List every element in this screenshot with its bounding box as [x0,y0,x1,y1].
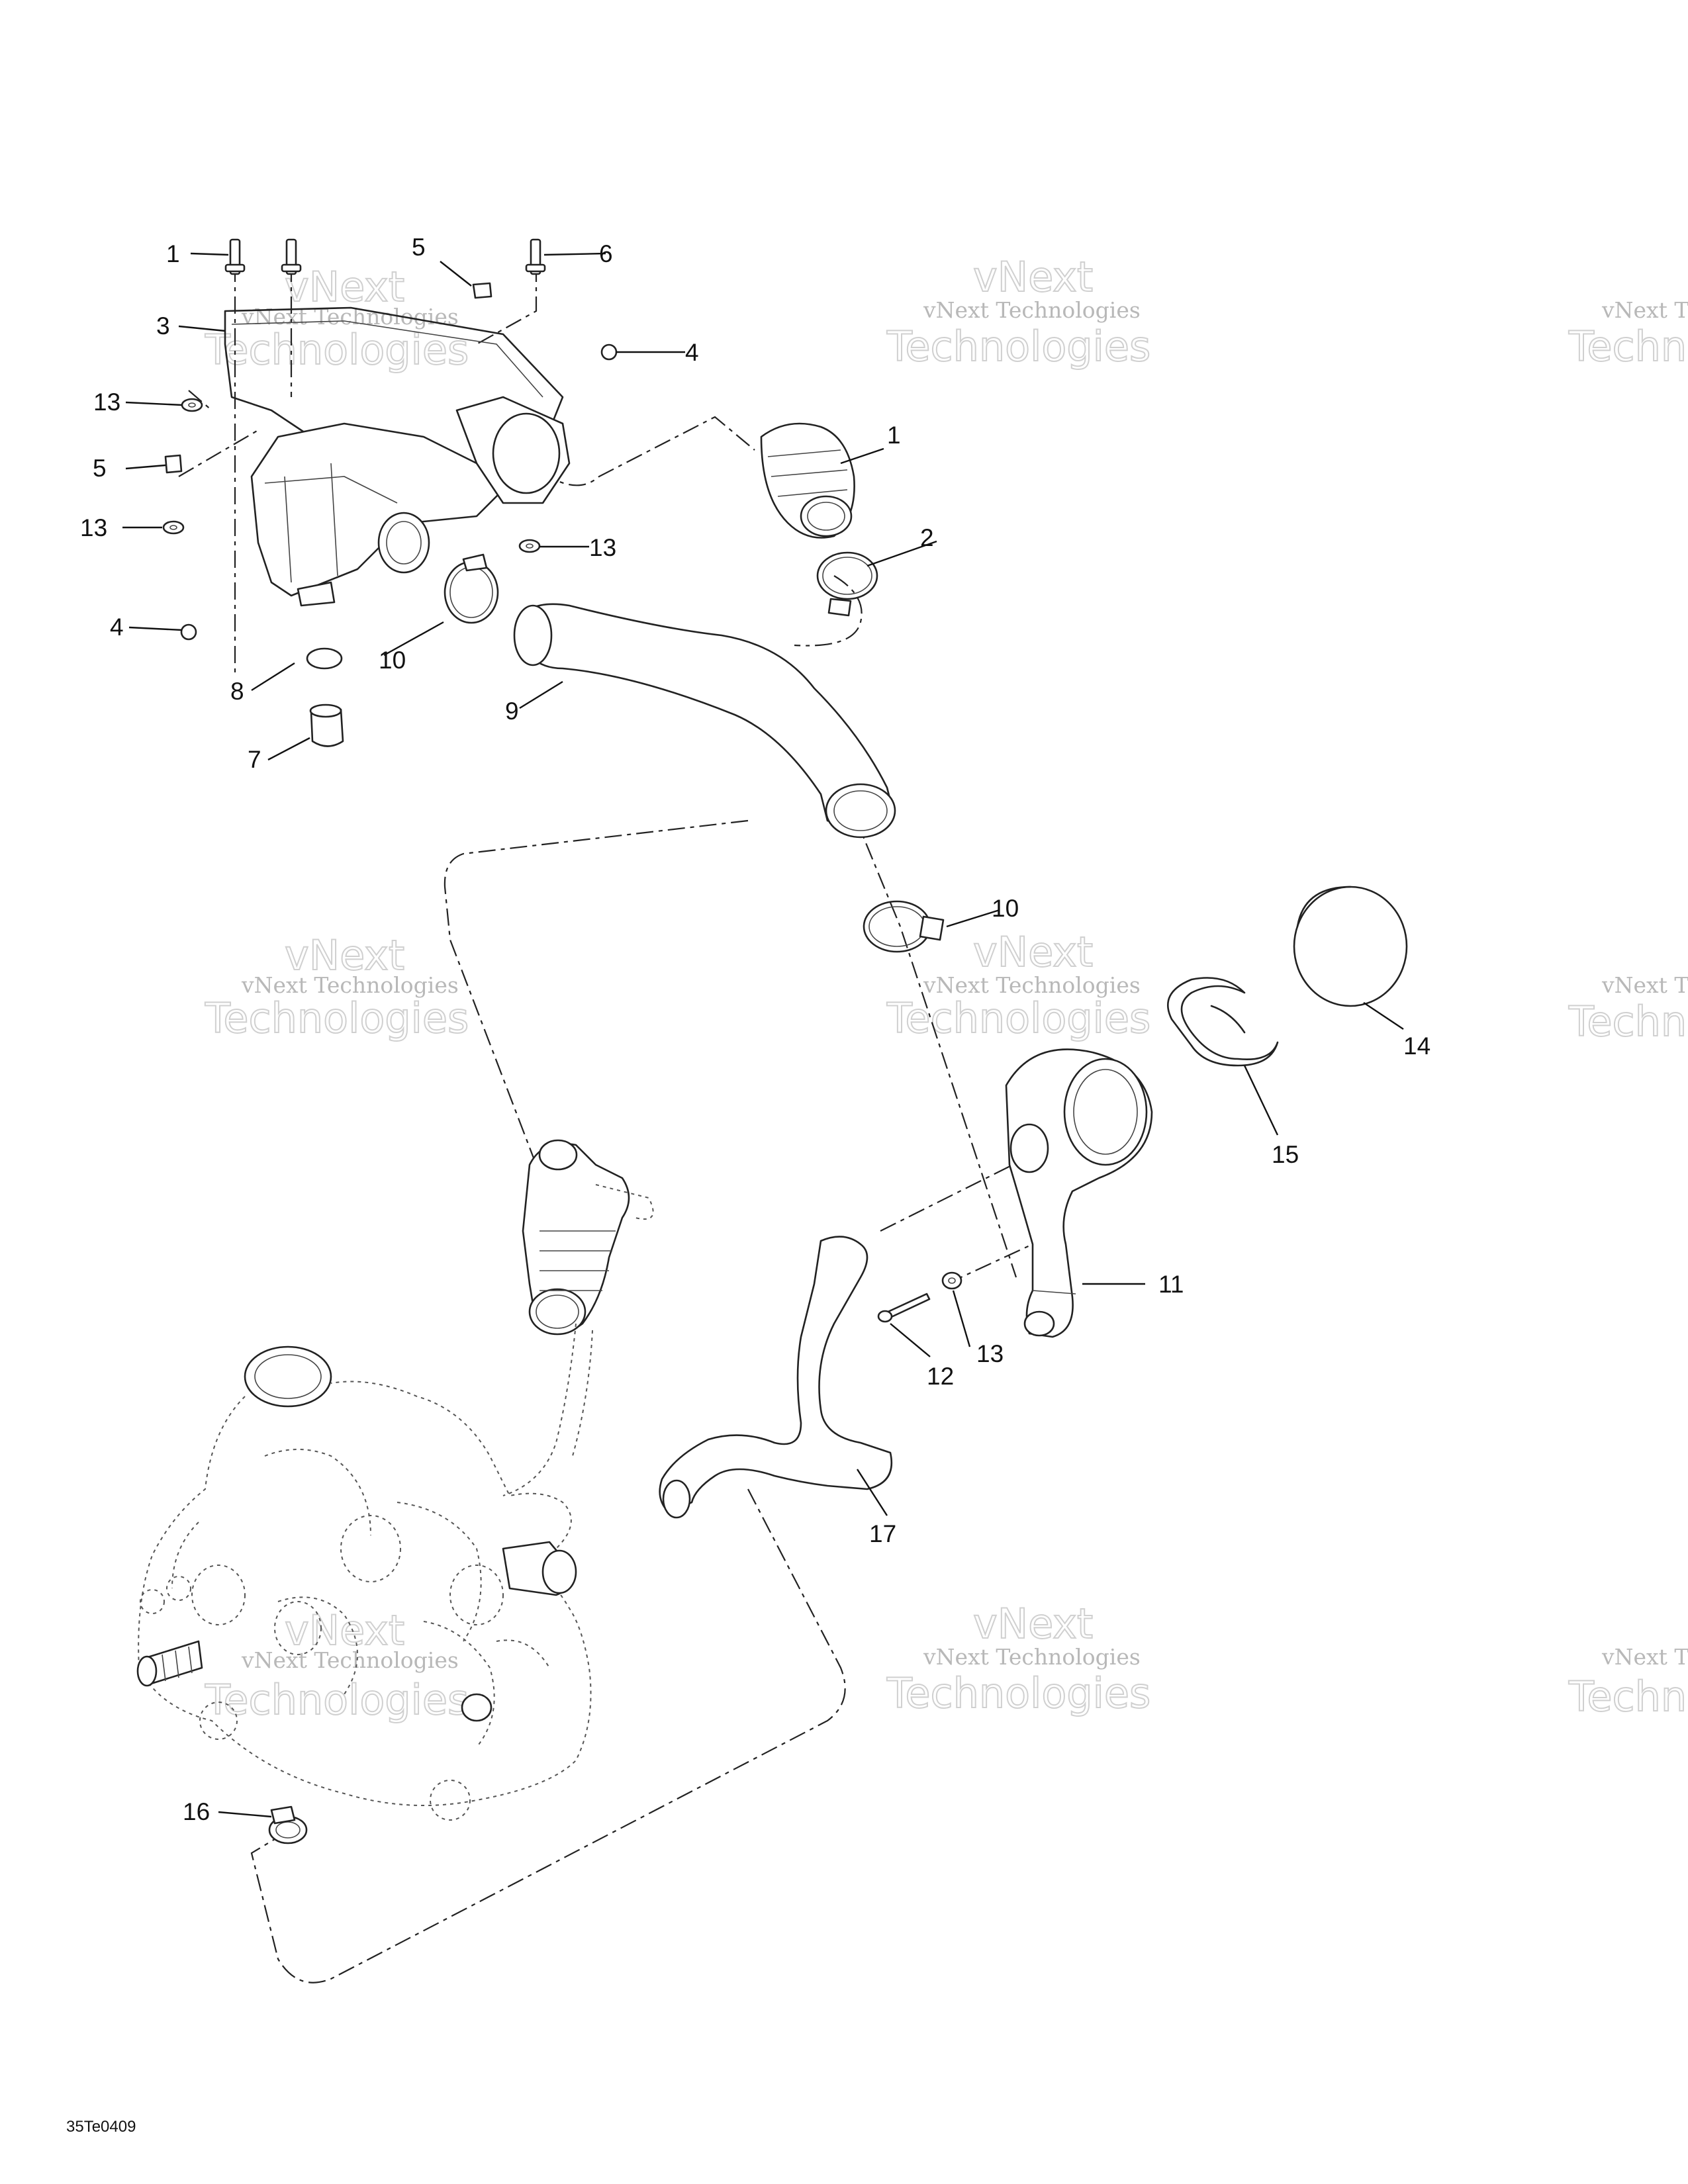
callout-5: 5 [93,455,107,482]
svg-text:vNext Technologies: vNext Technologies [1601,1644,1688,1670]
svg-text:vNext Technologies: vNext Technologies [241,1647,459,1673]
callout-9: 9 [505,698,519,725]
stud-bolt [525,238,546,275]
callout-13: 13 [976,1340,1004,1367]
stud-bolt [281,238,302,275]
stud-bolt [224,238,246,275]
callout-13: 13 [589,534,616,561]
svg-text:vNext Technologies: vNext Technologies [923,1644,1141,1670]
callouts: 1 6 5 3 4 13 1 5 13 13 2 4 10 8 9 7 10 1… [80,234,1430,1825]
callout-13: 13 [80,514,107,541]
watermark: vNext Technologies Technologies [1568,297,1688,371]
hose-clamp [816,551,878,617]
assembly-line [178,430,259,477]
carburetor [522,1139,654,1336]
diagram-code: 35Te0409 [66,2118,136,2136]
watermark: vNext vNext Technologies Technologies [886,252,1151,371]
svg-text:vNext: vNext [973,1600,1093,1648]
watermark: vNext Technologies Technologies [1568,1644,1688,1721]
washer [162,520,185,535]
nut [600,343,618,361]
svg-text:vNext: vNext [973,253,1093,301]
svg-text:vNext Technologies: vNext Technologies [923,972,1141,998]
svg-text:vNext Technologies: vNext Technologies [923,297,1141,323]
svg-text:Technologies: Technologies [205,994,469,1042]
washer [181,398,203,412]
callout-6: 6 [599,240,613,267]
watermark: vNext vNext Technologies Technologies [886,1599,1151,1718]
callout-16: 16 [183,1798,210,1825]
callout-15: 15 [1272,1141,1299,1168]
svg-text:vNext: vNext [285,1606,404,1655]
callout-10: 10 [992,895,1019,922]
callout-4: 4 [110,614,124,641]
assembly-line [516,416,755,486]
washer [518,539,541,553]
screw [877,1293,931,1323]
svg-text:Technologies: Technologies [886,1669,1150,1717]
drain-cap [309,704,344,747]
intake-hose [513,603,896,839]
callout-12: 12 [927,1363,954,1390]
hose-clamp [863,900,945,953]
filter-cover [1293,886,1408,1007]
air-intake-tube [1005,1048,1153,1338]
watermark: vNext vNext Technologies Technologies [886,927,1151,1043]
svg-text:Technologies: Technologies [1568,322,1688,371]
leader-lines [122,252,1404,1818]
callout-8: 8 [230,678,244,705]
callout-14: 14 [1403,1032,1430,1060]
intake-hose-lower [659,1236,893,1519]
svg-text:vNext Technologies: vNext Technologies [1601,297,1688,323]
watermark: vNext Technologies Technologies [1568,972,1688,1046]
assembly-line [853,813,1017,1278]
spring-clip [164,454,183,474]
nut [180,623,197,641]
washer [941,1271,962,1290]
callout-11: 11 [1158,1271,1184,1298]
watermark: vNext vNext Technologies Technologies [204,262,469,375]
svg-text:vNext Technologies: vNext Technologies [1601,972,1688,998]
callout-10: 10 [379,647,406,674]
callout-17: 17 [869,1520,896,1547]
watermarks: vNext vNext Technologies Technologies vN… [204,252,1688,1725]
callout-7: 7 [248,746,261,773]
svg-text:vNext: vNext [285,931,404,979]
assembly-line [794,575,863,647]
svg-text:Technologies: Technologies [1568,1672,1688,1721]
svg-text:Technologies: Technologies [886,994,1150,1042]
hose-clamp [444,553,499,624]
assembly-line [444,819,749,1165]
assembly-line [250,1488,846,1983]
callout-3: 3 [156,312,170,340]
air-silencer-box [250,396,571,607]
callout-5: 5 [412,234,426,261]
callout-1: 1 [887,422,901,449]
svg-text:vNext Technologies: vNext Technologies [241,972,459,998]
retaining-spring [1167,977,1279,1067]
callout-6: 1 [166,240,180,267]
assembly-line [188,390,212,411]
callout-4: 4 [685,339,699,366]
assembly-line [476,265,538,345]
callout-2: 2 [920,524,934,551]
svg-text:Technologies: Technologies [205,326,469,374]
svg-text:Technologies: Technologies [1568,997,1688,1046]
engine [136,1323,593,1821]
svg-text:vNext: vNext [973,928,1093,976]
svg-text:vNext: vNext [285,263,404,311]
svg-text:Technologies: Technologies [886,322,1150,371]
watermark: vNext vNext Technologies Technologies [204,931,469,1043]
spring-clip [472,282,492,299]
svg-text:Technologies: Technologies [205,1676,469,1724]
hose-clamp-engine [268,1805,308,1844]
assembly-line [880,1164,1013,1232]
hose-clamp-small [306,647,343,670]
rubber-adaptor [760,422,855,539]
callout-13: 13 [93,388,120,416]
watermark: vNext vNext Technologies Technologies [204,1606,469,1725]
assembly-lines [178,265,1033,1983]
